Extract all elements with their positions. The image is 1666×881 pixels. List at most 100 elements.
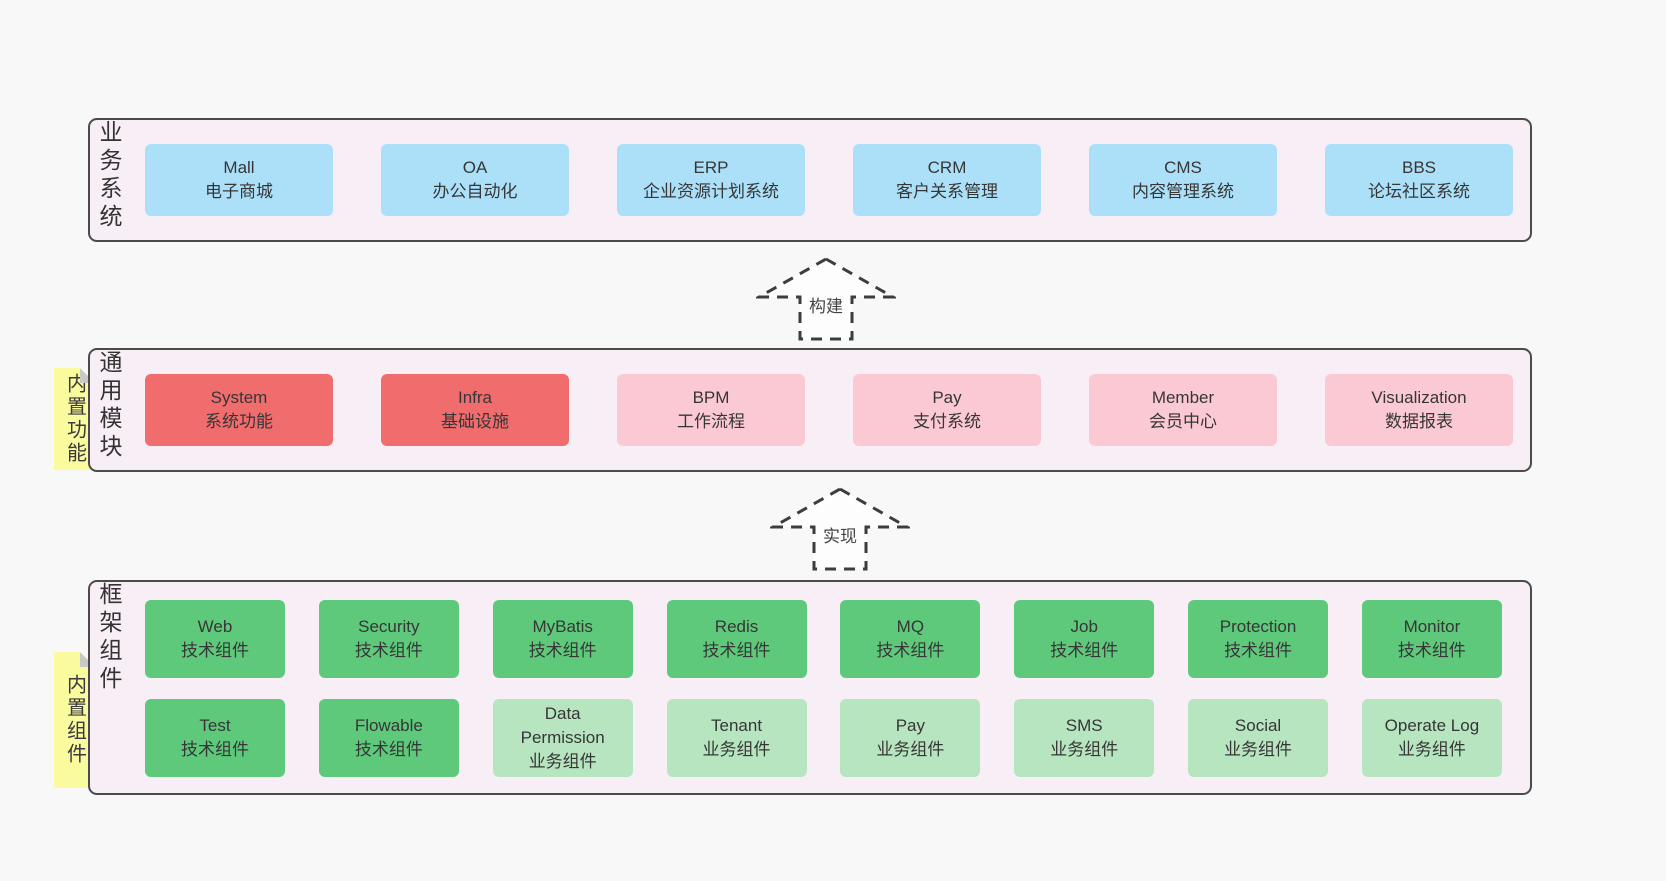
box-title: Visualization <box>1371 387 1467 407</box>
box-subtitle: 工作流程 <box>677 412 745 431</box>
box-title: Pay <box>895 715 926 735</box>
box-subtitle: 技术组件 <box>1397 641 1466 660</box>
box-bpm: BPM 工作流程 <box>617 374 805 446</box>
sticky-note-text: 内置功能 <box>63 373 86 465</box>
box-subtitle: 业务组件 <box>1224 740 1293 759</box>
box-protection: Protection 技术组件 <box>1188 600 1329 678</box>
sticky-note-text: 内置组件 <box>63 674 86 766</box>
box-subtitle: 系统功能 <box>205 412 273 431</box>
box-subtitle: 论坛社区系统 <box>1368 182 1470 201</box>
business-systems-layer: 业务系统 Mall 电子商城 OA 办公自动化 ERP 企业资源计划系统 CRM… <box>88 118 1532 242</box>
framework-components-layer: 框架组件 Web 技术组件 Security 技术组件 MyBatis 技术组件… <box>88 580 1532 795</box>
box-security: Security 技术组件 <box>318 600 459 678</box>
box-title: Monitor <box>1403 616 1461 636</box>
box-test: Test 技术组件 <box>145 699 285 777</box>
box-title: Flowable <box>354 715 423 735</box>
common-modules-layer: 通用模块 System 系统功能 Infra 基础设施 BPM 工作流程 Pay… <box>88 348 1532 472</box>
box-title: Security <box>358 616 420 636</box>
business-systems-row: Mall 电子商城 OA 办公自动化 ERP 企业资源计划系统 CRM 客户关系… <box>145 144 1513 216</box>
box-visualization: Visualization 数据报表 <box>1325 374 1513 446</box>
box-subtitle: 办公自动化 <box>432 182 518 201</box>
box-erp: ERP 企业资源计划系统 <box>617 144 805 216</box>
box-subtitle: 技术组件 <box>354 740 423 759</box>
box-subtitle: 业务组件 <box>702 740 771 759</box>
box-operate-log: Operate Log 业务组件 <box>1361 699 1502 777</box>
box-title: CRM <box>927 157 967 177</box>
box-redis: Redis 技术组件 <box>666 600 807 678</box>
box-title: Member <box>1151 387 1215 407</box>
box-social: Social 业务组件 <box>1188 699 1329 777</box>
box-member: Member 会员中心 <box>1089 374 1277 446</box>
box-subtitle: 技术组件 <box>1224 641 1293 660</box>
box-title: Protection <box>1219 616 1297 636</box>
box-oa: OA 办公自动化 <box>381 144 569 216</box>
box-title: Web <box>197 616 233 636</box>
box-sms: SMS 业务组件 <box>1014 699 1155 777</box>
box-subtitle: 技术组件 <box>876 641 945 660</box>
box-web: Web 技术组件 <box>145 600 285 678</box>
implement-arrow-label: 实现 <box>823 527 857 546</box>
framework-components-row-1: Web 技术组件 Security 技术组件 MyBatis 技术组件 Redi… <box>145 600 1502 678</box>
box-title: Tenant <box>711 715 763 735</box>
box-pay-component: Pay 业务组件 <box>840 699 981 777</box>
box-flowable: Flowable 技术组件 <box>318 699 459 777</box>
box-title: Test <box>199 715 231 735</box>
box-subtitle: 数据报表 <box>1385 412 1453 431</box>
box-title: Mall <box>223 157 255 177</box>
box-title: Operate Log <box>1384 715 1480 735</box>
box-job: Job 技术组件 <box>1014 600 1155 678</box>
box-subtitle: 业务组件 <box>876 740 945 759</box>
box-subtitle: 电子商城 <box>205 182 273 201</box>
implement-arrow-icon: 实现 <box>770 487 910 571</box>
box-subtitle: 客户关系管理 <box>896 182 998 201</box>
layer-label-framework-components: 框架组件 <box>96 582 122 694</box>
box-title: Data Permission <box>520 703 605 747</box>
layer-label-business-systems: 业务系统 <box>96 120 122 232</box>
box-title: Job <box>1070 616 1098 636</box>
box-subtitle: 企业资源计划系统 <box>643 182 779 201</box>
box-bbs: BBS 论坛社区系统 <box>1325 144 1513 216</box>
box-monitor: Monitor 技术组件 <box>1361 600 1502 678</box>
box-subtitle: 技术组件 <box>354 641 423 660</box>
box-title: BPM <box>692 387 730 407</box>
box-mybatis: MyBatis 技术组件 <box>492 600 633 678</box>
box-title: CMS <box>1164 157 1202 177</box>
box-subtitle: 技术组件 <box>181 740 249 759</box>
box-subtitle: 技术组件 <box>702 641 771 660</box>
box-subtitle: 业务组件 <box>1397 740 1466 759</box>
layer-label-common-modules: 通用模块 <box>96 350 122 462</box>
box-system: System 系统功能 <box>145 374 333 446</box>
box-mq: MQ 技术组件 <box>840 600 981 678</box>
box-subtitle: 业务组件 <box>1050 740 1119 759</box>
box-subtitle: 技术组件 <box>181 641 249 660</box>
box-title: Infra <box>457 387 493 407</box>
box-subtitle: 技术组件 <box>1050 641 1119 660</box>
box-subtitle: 业务组件 <box>528 752 597 772</box>
box-title: MyBatis <box>532 616 593 636</box>
box-title: MQ <box>896 616 925 636</box>
box-subtitle: 内容管理系统 <box>1132 182 1234 201</box>
box-subtitle: 会员中心 <box>1149 412 1217 431</box>
box-title: SMS <box>1065 715 1103 735</box>
box-subtitle: 支付系统 <box>913 412 981 431</box>
common-modules-row: System 系统功能 Infra 基础设施 BPM 工作流程 Pay 支付系统… <box>145 374 1513 446</box>
build-arrow-icon: 构建 <box>756 257 896 341</box>
box-title: ERP <box>693 157 729 177</box>
box-subtitle: 技术组件 <box>528 641 597 660</box>
framework-components-row-2: Test 技术组件 Flowable 技术组件 Data Permission … <box>145 699 1502 777</box>
box-mall: Mall 电子商城 <box>145 144 333 216</box>
box-title: Social <box>1234 715 1282 735</box>
box-title: BBS <box>1401 157 1437 177</box>
box-pay-module: Pay 支付系统 <box>853 374 1041 446</box>
box-title: Pay <box>932 387 962 407</box>
box-tenant: Tenant 业务组件 <box>666 699 807 777</box>
box-infra: Infra 基础设施 <box>381 374 569 446</box>
box-crm: CRM 客户关系管理 <box>853 144 1041 216</box>
box-data-permission: Data Permission 业务组件 <box>492 699 633 777</box>
box-cms: CMS 内容管理系统 <box>1089 144 1277 216</box>
box-title: OA <box>462 157 488 177</box>
box-title: System <box>210 387 268 407</box>
build-arrow-label: 构建 <box>809 297 843 316</box>
box-subtitle: 基础设施 <box>441 412 509 431</box>
box-title: Redis <box>714 616 759 636</box>
